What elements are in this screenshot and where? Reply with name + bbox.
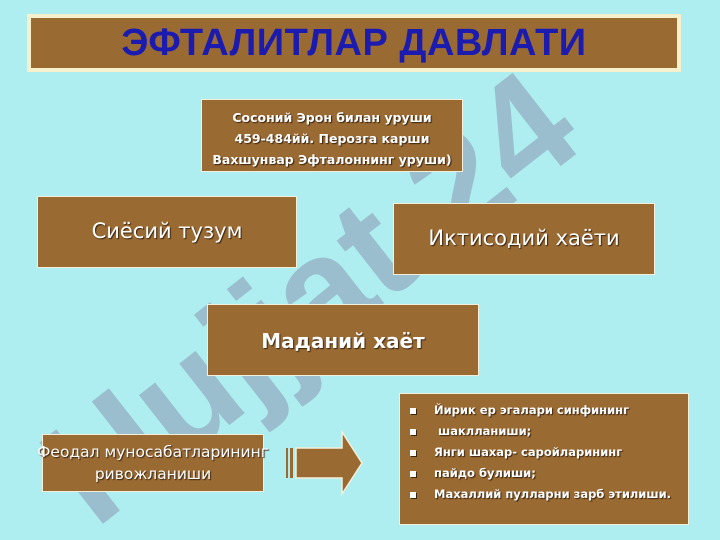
title-banner: ЭФТАЛИТЛАР ДАВЛАТИ — [27, 14, 681, 72]
economic-life-label: Иктисодий хаёти — [428, 226, 620, 250]
sasanid-line: 459-484йй. Перозга карши — [234, 131, 430, 146]
outcomes-list-box: Йирик ер эгалари синфининг шаклланиши; Я… — [399, 393, 689, 525]
page-title: ЭФТАЛИТЛАР ДАВЛАТИ — [121, 22, 587, 64]
cultural-life-label: Маданий хаёт — [261, 329, 425, 353]
bullet-icon — [410, 429, 416, 435]
feudal-relations-box[interactable]: Феодал муносабатларининг ривожланиши — [37, 434, 269, 492]
cultural-life-box[interactable]: Маданий хаёт — [207, 304, 479, 376]
feudal-line: Феодал муносабатларининг — [37, 443, 269, 461]
list-item: Йирик ер эгалари синфининг — [408, 400, 684, 421]
list-item: шаклланиши; — [408, 421, 684, 442]
political-system-box[interactable]: Сиёсий тузум — [37, 196, 297, 268]
list-item: Янги шахар- саройларининг — [408, 442, 684, 463]
sasanid-war-box[interactable]: Сосоний Эрон билан уруши 459-484йй. Перо… — [201, 99, 463, 172]
bullet-icon — [410, 492, 416, 498]
right-arrow-icon — [286, 430, 363, 496]
list-item: пайдо булиши; — [408, 463, 684, 484]
bullet-icon — [410, 408, 416, 414]
sasanid-line: Сосоний Эрон билан уруши — [232, 110, 432, 125]
political-system-label: Сиёсий тузум — [91, 219, 243, 243]
economic-life-box[interactable]: Иктисодий хаёти — [393, 203, 655, 275]
list-item: Махаллий пулларни зарб этилиши. — [408, 484, 684, 505]
feudal-line: ривожланиши — [94, 465, 212, 483]
bullet-icon — [410, 450, 416, 456]
sasanid-line: Вахшунвар Эфталоннинг уруши) — [212, 152, 452, 167]
outcomes-list: Йирик ер эгалари синфининг шаклланиши; Я… — [408, 400, 684, 505]
bullet-icon — [410, 471, 416, 477]
